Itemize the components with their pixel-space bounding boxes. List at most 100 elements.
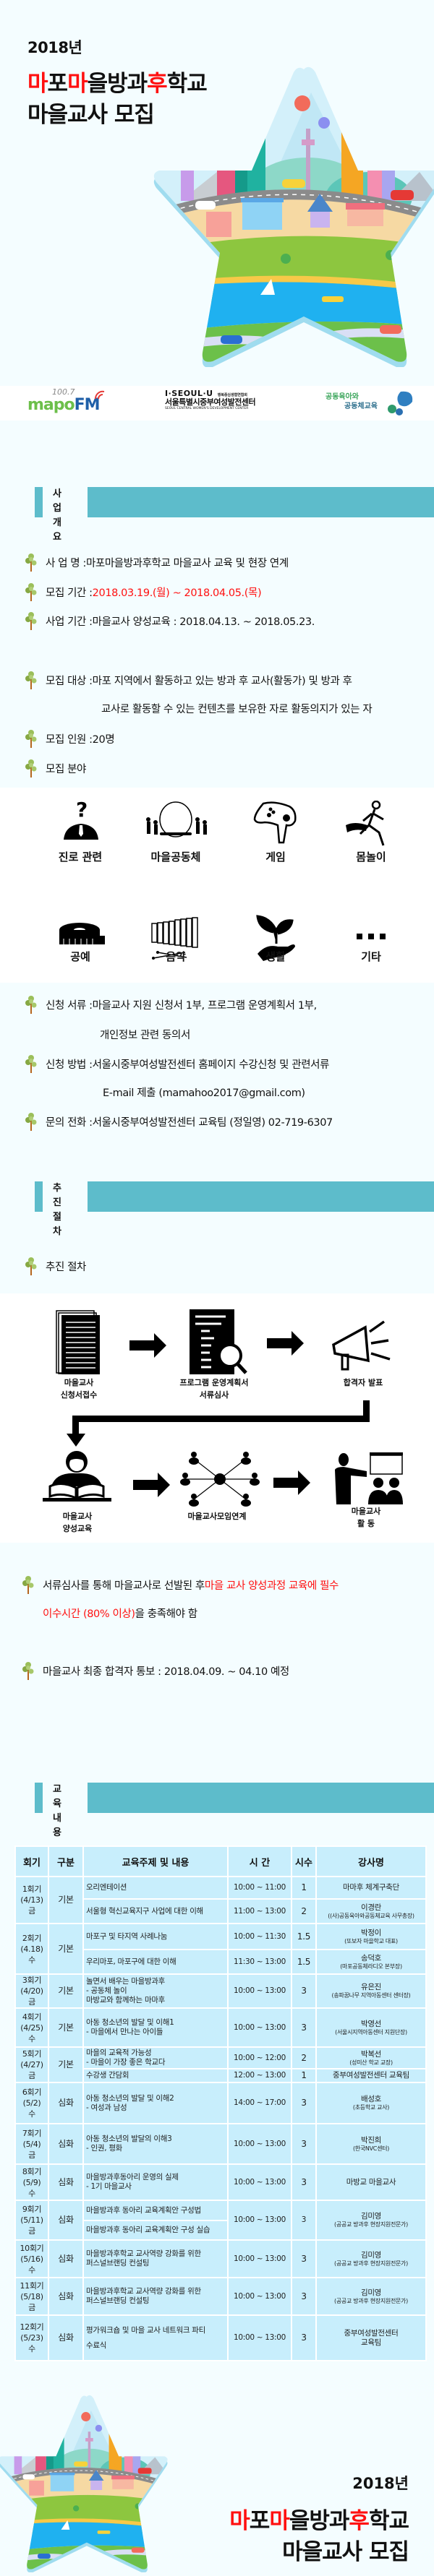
tree-bullet-icon	[22, 1661, 35, 1680]
session-line: 금	[28, 2226, 35, 2236]
item-value: 서울시중부여성발전센터 홈페이지 수강신청 및 관련서류	[92, 1059, 330, 1071]
hours-cell: 3	[292, 2083, 315, 2123]
time-cell: 11:00 ~ 13:00	[229, 1900, 291, 1923]
section-marker	[35, 487, 43, 517]
topic-line: 마을방과후 동아리 교육계획안 구성 실습	[86, 2226, 210, 2234]
heading-line: 추 진	[53, 1183, 66, 1208]
apply-method: 신청 방법 : 서울시중부여성발전센터 홈페이지 수강신청 및 관련서류	[25, 1055, 329, 1072]
item-label: 모집 대상 :	[46, 675, 93, 687]
poster-subtitle: 마을교사 모집	[27, 102, 155, 128]
item-value: 20명	[92, 733, 115, 746]
item-label: 모집 분야	[46, 763, 86, 775]
topic-cell: 서울형 혁신교육지구 사업에 대한 이해	[84, 1900, 227, 1923]
instructor-affiliation: (공공교 방과후 현장지원전문가)	[334, 2221, 408, 2228]
session-cell: 9회기(5/11)금	[16, 2201, 48, 2239]
title-part: 포	[249, 2508, 271, 2534]
hours-cell: 3	[292, 2316, 315, 2360]
session-cell: 2회기(4.18)수	[16, 1924, 48, 1973]
title-part: 마	[269, 2508, 290, 2534]
instructor-name: 마방교 마을교사	[346, 2177, 396, 2187]
hours-cell: 1.5	[292, 1924, 315, 1949]
tree-bullet-icon	[25, 1054, 38, 1073]
apply-email[interactable]: E-mail 제출 (mamahoo2017@gmail.com)	[103, 1087, 305, 1099]
col-session: 회기	[16, 1847, 48, 1876]
network-people-icon	[180, 1452, 260, 1507]
item-label: 모집 인원 :	[46, 733, 93, 746]
instructor-affiliation: (성미산 학교 교장)	[349, 2059, 393, 2066]
type-cell: 심화	[49, 2165, 82, 2200]
process-note-continued: 이수시간 (80% 이상)을 충족해야 함	[43, 1606, 197, 1621]
fm-frequency: 100.7	[52, 387, 75, 397]
game-controller-icon	[253, 801, 297, 844]
session-cell: 10회기(5/16)수	[16, 2241, 48, 2277]
instructor-cell: 박정이(또보자 마을학교 대표)	[317, 1924, 425, 1949]
session-line: 8회기	[22, 2166, 42, 2176]
instructor-name: 김미영	[360, 2250, 382, 2260]
item-value: 서울시중부여성발전센터 교육팀 (정일영) 02-719-6307	[92, 1116, 333, 1129]
session-line: (4/20)	[20, 1986, 43, 1996]
item-value: 마포 지역에서 활동하고 있는 방과 후 교사(활동가) 및 방과 후	[92, 675, 352, 687]
topic-cell: 평가워크숍 및 마을 교사 네트워크 파티 수료식	[84, 2316, 227, 2360]
topic-line: 아동 청소년의 발달의 이해3	[86, 2135, 172, 2143]
instructor-cell: 박진희(한국NVC센터)	[317, 2124, 425, 2163]
instructor-name: 배성호	[360, 2095, 382, 2103]
item-label: 신청 서류 :	[46, 999, 93, 1012]
type-cell: 기본	[49, 1924, 82, 1973]
tree-bullet-icon	[25, 1112, 38, 1131]
item-value-continued: 교사로 활동할 수 있는 컨텐츠를 보유한 자로 활동의지가 있는 자	[101, 704, 373, 715]
hours-cell: 3	[292, 2241, 315, 2277]
hours-cell: 3	[292, 2165, 315, 2200]
partner-name: 행복중심생협연합회	[217, 393, 248, 397]
item-value: 마포마을방과후학교 마을교사 교육 및 현장 연계	[85, 557, 289, 569]
item-label: 추진 절차	[46, 1261, 86, 1273]
title-part: 마	[229, 2508, 250, 2534]
time-cell: 10:00 ~ 11:00	[229, 1877, 291, 1898]
tape-measure-icon	[59, 923, 105, 944]
session-cell: 5회기(4/27)금	[16, 2048, 48, 2082]
instructor-cell: 송덕호(마포공동체라디오 본부장)	[317, 1950, 425, 1973]
topic-cell: 마을방과후동아리 운영의 실제 - 1기 마을교사	[84, 2165, 227, 2200]
center-name: 서울특별시중부여성발전센터	[165, 397, 256, 407]
heading-line: 내 용	[53, 1813, 66, 1838]
topic-line: 평가워크숍 및 마을 교사 네트워크 파티	[86, 2325, 205, 2335]
session-line: (5/18)	[20, 2291, 43, 2301]
section-bar	[88, 1783, 434, 1813]
topic-line: 마을방과후학교 교사역량 강화를 위한	[86, 2249, 201, 2258]
session-line: 금	[28, 1906, 35, 1916]
session-line: 3회기	[22, 1976, 42, 1985]
title-part: 을방과	[289, 2508, 350, 2534]
topic-line: - 마을이 가장 좋은 학교다	[86, 2058, 166, 2067]
topic-cell: 아동 청소년의 발달의 이해3 - 인권, 평화	[84, 2124, 227, 2163]
time-cell: 11:30 ~ 13:00	[229, 1950, 291, 1973]
session-cell: 1회기(4/13)금	[16, 1877, 48, 1923]
instructor-cell: 김미영(공공교 방과후 현장지원전문가)	[317, 2201, 425, 2239]
instructor-affiliation: (서울시지역아동센터 지원단장)	[335, 2028, 407, 2036]
hours-cell: 2	[292, 1900, 315, 1923]
instructor-name: 박복선	[360, 2049, 382, 2059]
instructor-cell: 박영선(서울시지역아동센터 지원단장)	[317, 2009, 425, 2046]
xylophone-icon	[151, 917, 198, 960]
topic-line	[86, 2335, 227, 2341]
topic-line: 아동 청소년의 발달 및 이해1	[86, 2018, 174, 2027]
title-part: 후	[147, 71, 168, 97]
session-line: (4/25)	[20, 2023, 43, 2033]
overview-item-program-period: 사업 기간 : 마을교사 양성교육 : 2018.04.13. ~ 2018.0…	[25, 612, 315, 629]
topic-line: 오리엔테이션	[86, 1883, 127, 1892]
step-5-label: 마을교사모임연계	[187, 1512, 247, 1521]
item-value-continued: 개인정보 관련 동의서	[100, 1030, 190, 1041]
step-line: 활 동	[357, 1519, 375, 1528]
hours-cell: 1	[292, 2069, 315, 2082]
note-text: 마을교사 최종 합격자 통보 : 2018.04.09. ~ 04.10 예정	[43, 1666, 289, 1678]
